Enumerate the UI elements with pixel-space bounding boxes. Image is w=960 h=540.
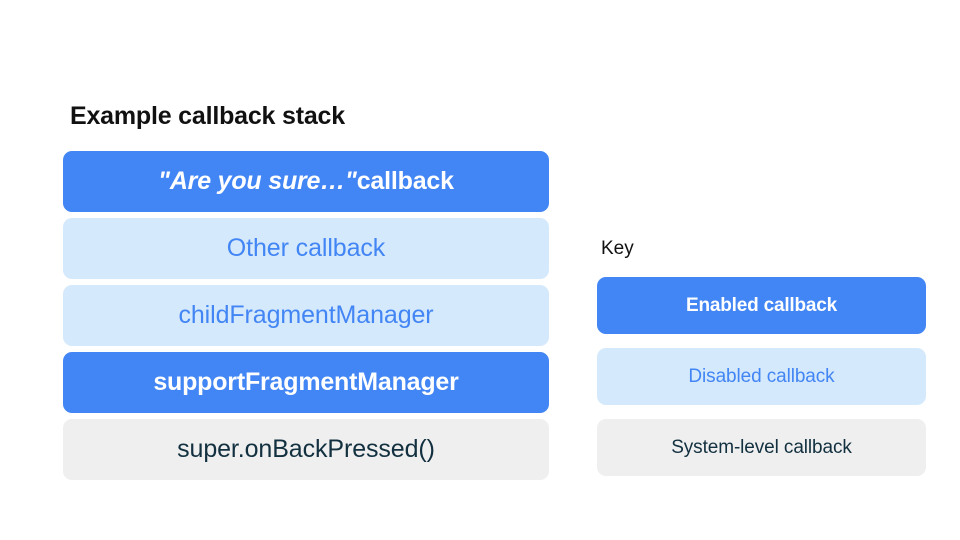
callback-stack-list: "Are you sure…" callback Other callback …	[63, 151, 549, 480]
key-title: Key	[601, 238, 634, 259]
callback-stack-section: Example callback stack "Are you sure…" c…	[63, 100, 549, 480]
stack-row-super-on-back-pressed: super.onBackPressed()	[63, 419, 549, 480]
stack-row-label: supportFragmentManager	[153, 368, 459, 396]
stack-row-label-quoted: "Are you sure…"	[158, 167, 357, 195]
key-item-label: System-level callback	[671, 436, 852, 458]
stack-row-label: childFragmentManager	[178, 301, 434, 329]
stack-row-child-fragment-manager: childFragmentManager	[63, 285, 549, 346]
stack-row-are-you-sure-callback: "Are you sure…" callback	[63, 151, 549, 212]
stack-row-label: Other callback	[226, 234, 386, 262]
key-legend-section: Key Enabled callback Disabled callback S…	[597, 236, 926, 476]
key-item-system-level-callback: System-level callback	[597, 419, 926, 476]
key-item-label: Enabled callback	[686, 294, 837, 316]
stack-row-support-fragment-manager: supportFragmentManager	[63, 352, 549, 413]
page-title: Example callback stack	[70, 102, 345, 130]
stack-row-other-callback: Other callback	[63, 218, 549, 279]
key-item-enabled-callback: Enabled callback	[597, 277, 926, 334]
key-legend-list: Enabled callback Disabled callback Syste…	[597, 277, 926, 476]
stack-row-label-tail: callback	[356, 167, 454, 195]
stack-row-label: super.onBackPressed()	[177, 435, 435, 463]
key-item-disabled-callback: Disabled callback	[597, 348, 926, 405]
key-item-label: Disabled callback	[688, 365, 835, 387]
